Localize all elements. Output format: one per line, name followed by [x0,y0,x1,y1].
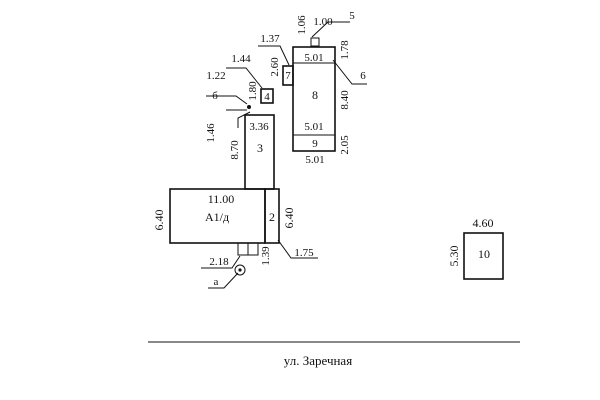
building-4-dim-b: 1.80 [247,81,259,101]
building-9-width: 5.01 [305,154,324,166]
porch-height: 1.39 [260,246,272,266]
building-3 [244,114,275,190]
building-2-label: 2 [269,210,275,224]
building-8-height: 8.40 [339,90,351,110]
building-3-width: 3.36 [249,121,269,133]
building-main-height: 6.40 [152,210,166,231]
building-4-label: 4 [264,91,270,103]
building-8-width-top: 5.01 [304,52,323,64]
building-7-dim-a: 1.37 [260,33,280,45]
building-10-height: 5.30 [447,246,461,267]
building-4 [260,88,274,104]
building-10-width: 4.60 [473,216,494,230]
building-main-label: А1/д [205,210,229,224]
building-5 [310,37,320,47]
building-6-dim: 1.78 [339,40,351,60]
point-a-label: а [214,276,219,288]
point-b-label: б [212,90,218,102]
dim-1-22: 1.22 [206,70,225,82]
building-9-label: 9 [312,138,318,150]
building-8-width-bottom: 5.01 [304,121,323,133]
building-8-label: 8 [312,88,318,102]
building-5-dim-b: 1.06 [296,15,308,35]
building-7-label: 7 [285,70,291,82]
building-10 [463,232,504,280]
building-3-height: 8.70 [229,140,241,160]
building-7-dim-b: 2.60 [269,57,281,77]
porch-width: 2.18 [209,256,229,268]
building-3-label: 3 [257,141,263,155]
building-2-height: 6.40 [282,208,296,229]
building-3-side: 1.46 [205,123,217,143]
building-9-height: 2.05 [339,135,351,155]
building-2-bottom: 1.75 [294,247,314,259]
building-4-dim-a: 1.44 [231,53,251,65]
building-8 [292,46,336,152]
building-10-label: 10 [478,247,490,261]
building-5-dim-a: 1.00 [313,16,333,28]
building-5-label: 5 [349,10,355,22]
building-main-width: 11.00 [208,192,235,206]
building-7 [282,65,294,86]
building-6-label: 6 [360,70,366,82]
street-name: ул. Заречная [284,353,352,368]
